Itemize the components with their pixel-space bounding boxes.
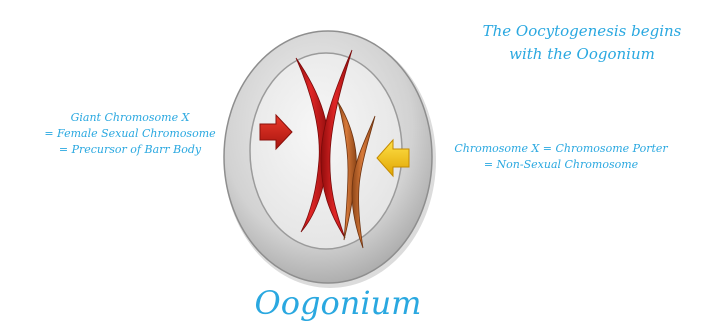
giant-chromosome-label-line-2: = Female Sexual Chromosome xyxy=(10,127,250,140)
title-line-2: with the Oogonium xyxy=(462,45,702,63)
chromosome-porter-label-line-1: Chromosome X = Chromosome Porter xyxy=(432,142,690,155)
chromosome-porter-label-line-2: = Non-Sexual Chromosome xyxy=(432,158,690,171)
title-line-1: The Oocytogenesis begins xyxy=(462,22,702,40)
giant-chromosome-label-line-3: = Precursor of Barr Body xyxy=(10,143,250,156)
oogonium-caption: Oogonium xyxy=(218,284,458,322)
giant-chromosome-label-line-1: Giant Chromosome X xyxy=(10,111,250,124)
